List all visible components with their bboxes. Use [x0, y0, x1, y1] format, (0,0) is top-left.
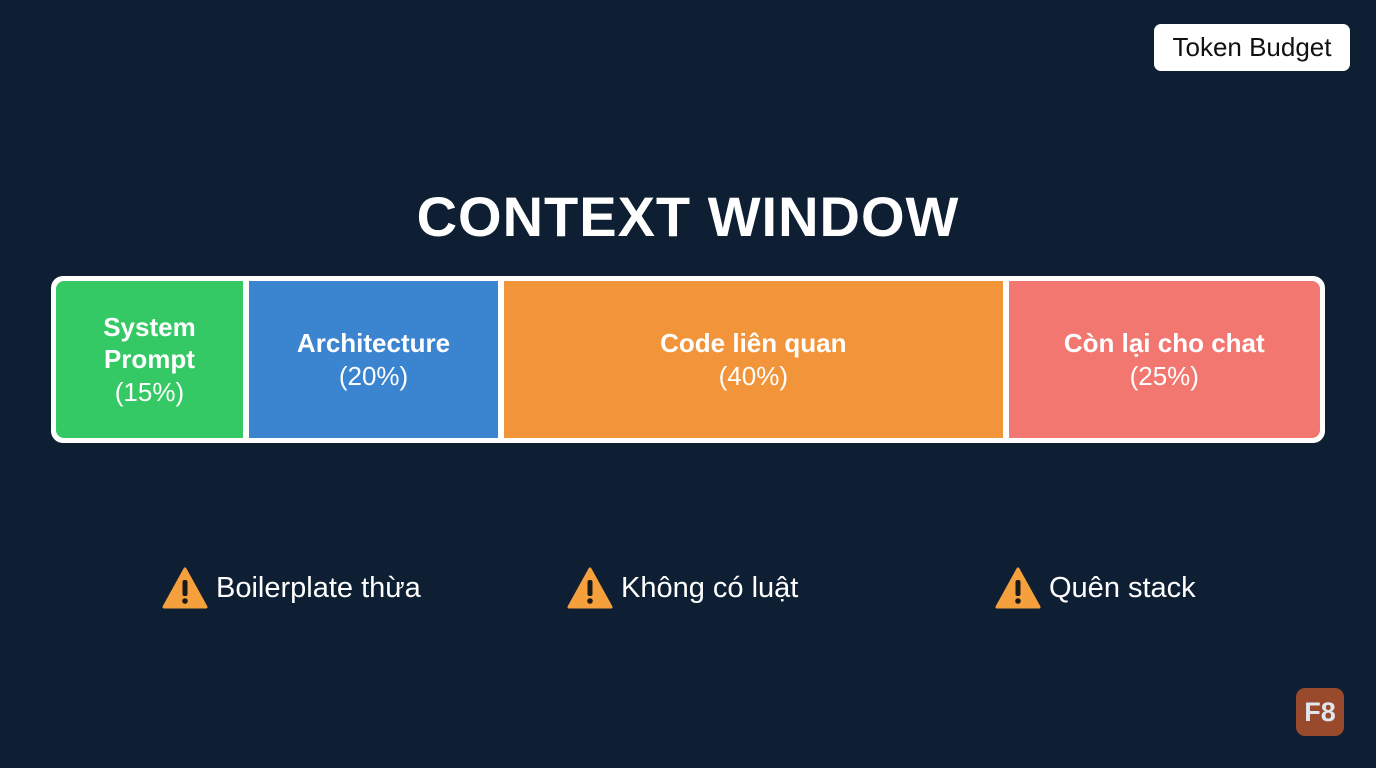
warning-item: Boilerplate thừa [162, 560, 421, 616]
segment-system-prompt: System Prompt (15%) [56, 281, 243, 438]
warning-text: Boilerplate thừa [216, 571, 421, 604]
segment-percent: (40%) [718, 360, 788, 391]
segment-percent: (20%) [338, 360, 409, 391]
warning-text: Không có luật [621, 571, 799, 604]
warning-icon [567, 567, 613, 609]
token-budget-label: Token Budget [1172, 32, 1332, 62]
warning-item: Quên stack [995, 560, 1196, 616]
segment-related-code: Code liên quan (40%) [504, 281, 1003, 438]
segment-label: Code liên quan [660, 328, 847, 358]
token-budget-badge: Token Budget [1154, 24, 1350, 71]
warning-item: Không có luật [567, 560, 798, 616]
segment-remaining-chat: Còn lại cho chat (25%) [1008, 281, 1321, 438]
f8-logo: F8 [1296, 688, 1344, 736]
logo-text: F8 [1304, 696, 1336, 727]
page-title: CONTEXT WINDOW [416, 185, 960, 248]
context-window-bar: System Prompt (15%) Architecture (20%) C… [51, 276, 1325, 443]
warnings-row: Boilerplate thừa Không có luật Quên stac… [0, 560, 1376, 616]
segment-percent: (15%) [114, 376, 185, 407]
warning-text: Quên stack [1049, 571, 1196, 604]
segment-label: Architecture [296, 328, 451, 358]
segment-architecture: Architecture (20%) [248, 281, 499, 438]
warning-icon [162, 567, 208, 609]
segment-label: System Prompt [103, 311, 196, 375]
segment-label: Còn lại cho chat [1063, 328, 1265, 358]
segment-percent: (25%) [1129, 360, 1199, 391]
warning-icon [995, 567, 1041, 609]
